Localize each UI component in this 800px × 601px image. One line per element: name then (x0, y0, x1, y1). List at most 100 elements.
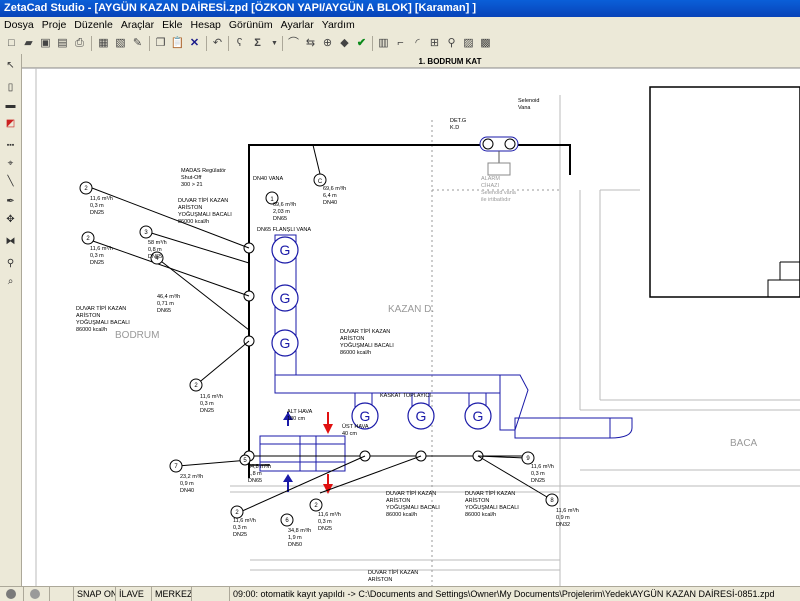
boiler-symbol-6 (464, 402, 492, 430)
menu-yardim[interactable]: Yardım (321, 19, 355, 31)
copy-icon[interactable]: ❐ (155, 37, 166, 49)
line-icon[interactable]: ⌐ (397, 37, 404, 49)
room-kazan: KAZAN D. (388, 304, 434, 315)
sum-icon[interactable]: Σ (254, 37, 261, 49)
fitting-icon[interactable]: ⇆ (305, 37, 316, 49)
svg-text:4: 4 (155, 256, 159, 262)
window-title: ZetaCad Studio - [AYGÜN KAZAN DAİRESİ.zp… (4, 2, 477, 14)
svg-text:3: 3 (144, 230, 148, 236)
menu-hesap[interactable]: Hesap (190, 19, 221, 31)
sheet-title-band (22, 54, 800, 68)
menu-dosya[interactable]: Dosya (4, 19, 34, 31)
zoom-icon[interactable]: ⚲ (6, 258, 15, 269)
delete-icon[interactable]: ✕ (189, 37, 200, 49)
ilave-toggle[interactable]: İLAVE (116, 587, 152, 601)
status-message: 09:00: otomatik kayıt yapıldı -> C:\Docu… (233, 589, 775, 599)
merkezi-toggle[interactable]: MERKEZİ (152, 587, 192, 601)
boiler-symbol-5 (407, 402, 435, 430)
boiler-label-2: G (280, 290, 291, 306)
menu-ayarlar[interactable]: Ayarlar (280, 19, 314, 31)
report-icon[interactable]: ▥ (378, 37, 389, 49)
room-baca: BACA (730, 438, 758, 449)
window-title-bar: ZetaCad Studio - [AYGÜN KAZAN DAİRESİ.zp… (0, 0, 800, 17)
mirror-icon[interactable]: ⧓ (5, 236, 16, 247)
chevron-down-icon[interactable]: ▼ (271, 40, 278, 47)
save-icon[interactable]: ▣ (40, 37, 51, 49)
select-arrow-icon[interactable]: ↖ (6, 60, 15, 71)
zoom-page-icon[interactable]: ⌕ (7, 276, 14, 287)
menu-proje[interactable]: Proje (41, 19, 67, 31)
status-icon-2 (24, 587, 50, 601)
floor-plan-drawing: 1. BODRUM KAT (22, 54, 800, 586)
calculator-icon[interactable]: ▩ (480, 37, 491, 49)
status-icon-1 (0, 587, 24, 601)
pipe-tool-icon[interactable]: ⌒ (288, 37, 299, 49)
boiler-symbol-1 (271, 236, 299, 264)
pen-icon[interactable]: ✒ (6, 196, 15, 207)
boiler-symbol-4 (351, 402, 379, 430)
menu-araclar[interactable]: Araçlar (120, 19, 155, 31)
arc-icon[interactable]: ◜ (415, 37, 420, 49)
box-icon[interactable]: ▨ (463, 37, 474, 49)
svg-text:2: 2 (84, 186, 88, 192)
save-all-icon[interactable]: ▤ (57, 37, 68, 49)
menu-ekle[interactable]: Ekle (162, 19, 183, 31)
print-icon[interactable]: ⎙ (75, 37, 84, 49)
boiler-label-3: G (280, 335, 291, 351)
new-file-icon[interactable]: □ (8, 37, 15, 49)
edit-icon[interactable]: ✎ (132, 37, 143, 49)
snap-toggle[interactable]: SNAP ON (74, 587, 116, 601)
boiler-label-4: G (360, 408, 371, 424)
valve-icon[interactable]: ⊕ (322, 37, 333, 49)
svg-text:8: 8 (550, 498, 554, 504)
dn40-valve-label: DN40 VANA (253, 176, 283, 182)
paste-icon[interactable]: 📋 (170, 37, 185, 49)
open-folder-icon[interactable]: ▰ (24, 37, 33, 49)
grid-icon[interactable]: ⊞ (429, 37, 440, 49)
check-icon[interactable]: ✔ (356, 37, 367, 49)
move-icon[interactable]: ✥ (6, 214, 15, 225)
menu-gorunum[interactable]: Görünüm (228, 19, 273, 31)
svg-text:C: C (318, 179, 323, 185)
diagonal-line-icon[interactable]: ╲ (7, 176, 14, 187)
dotted-line-icon[interactable]: ▪▪▪ (6, 142, 15, 149)
rectangle-icon[interactable]: ▯ (7, 82, 14, 93)
layers-icon[interactable]: ▦ (98, 37, 109, 49)
svg-text:2: 2 (235, 510, 239, 516)
undo-icon[interactable]: ↶ (212, 37, 223, 49)
boiler-label-6: G (473, 408, 484, 424)
menu-duzenle[interactable]: Düzenle (74, 19, 113, 31)
wall-icon[interactable]: ▬ (5, 100, 16, 111)
calculate-icon[interactable]: ʕ (236, 37, 243, 49)
properties-icon[interactable]: ▧ (115, 37, 126, 49)
svg-text:1: 1 (270, 197, 274, 203)
device-icon[interactable]: ◆ (340, 37, 349, 49)
svg-text:2: 2 (194, 383, 198, 389)
svg-text:2: 2 (314, 503, 318, 509)
sheet-title: 1. BODRUM KAT (419, 57, 482, 66)
boiler-label-5: G (416, 408, 427, 424)
crosshair-icon[interactable]: ⌖ (7, 158, 14, 169)
symbol-icon[interactable]: ⚲ (447, 37, 456, 49)
door-icon[interactable]: ◩ (5, 118, 16, 129)
drawing-canvas[interactable]: 1. BODRUM KAT (22, 54, 800, 586)
